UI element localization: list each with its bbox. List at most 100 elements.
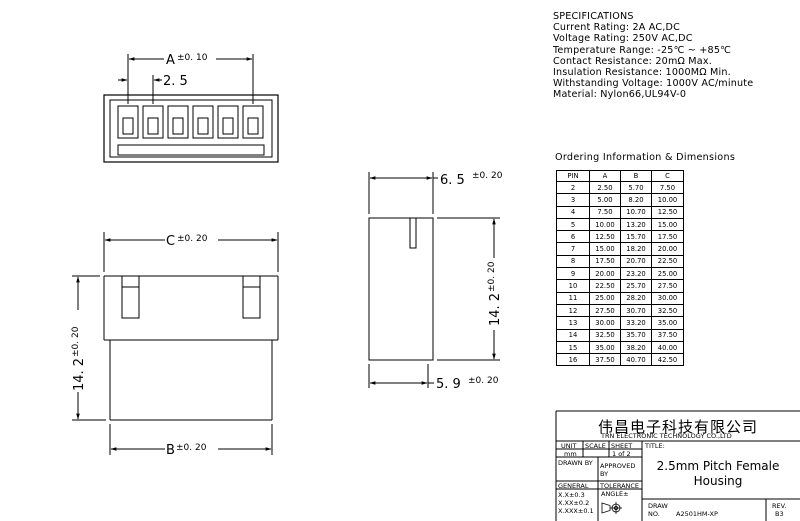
cell-c: 20.00 [651,242,684,256]
company-name-en: TRN ELECTRONIC TECHNOLOGY CO.,LTD [601,432,732,440]
projection-symbol-icon [601,502,622,514]
approved-label: APPROVED [600,462,636,470]
cell-pin: 12 [556,303,590,318]
dim-height-right-tolerance: ±0. 20 [487,261,497,292]
cell-pin: 15 [556,340,590,355]
cell-a: 27.50 [589,303,621,318]
part-title: 2.5mm Pitch Female Housing [642,459,794,489]
spec-withstanding-voltage: Withstanding Voltage: 1000V AC/minute [553,78,754,90]
tolerance-label: TOLERANCE [600,482,640,490]
spec-insulation-resistance: Insulation Resistance: 1000MΩ Min. [553,67,731,79]
tolerance-three-decimal: X.XXX±0.1 [558,507,594,515]
cell-pin: 10 [556,279,590,293]
cell-pin: 4 [556,205,590,219]
unit-label: UNIT [561,442,577,450]
cell-a: 25.00 [589,291,621,305]
approved-by-label: BY [600,470,609,478]
specifications-heading: SPECIFICATIONS [553,11,634,22]
dim-b-tolerance: ±0. 20 [176,443,207,453]
cell-a: 35.00 [589,340,621,355]
title-block-frame [555,410,800,521]
cell-a: 2.50 [589,180,621,195]
cell-c: 27.50 [651,279,684,293]
cell-a: 20.00 [589,267,621,281]
dim-c-label: C [166,234,175,249]
cell-c: 42.50 [651,353,684,367]
top-view [103,54,279,163]
part-title-line-1: 2.5mm Pitch Female [656,459,780,473]
cell-pin: 11 [556,291,590,305]
dim-a-label: A [166,53,175,68]
cell-b: 30.70 [620,303,652,318]
cell-c: 32.50 [651,303,684,318]
spec-contact-resistance: Contact Resistance: 20mΩ Max. [553,55,712,67]
cell-a: 17.50 [589,254,621,269]
dim-b-label: B [166,443,175,458]
cell-c: 7.50 [651,180,684,195]
cell-a: 22.50 [589,279,621,293]
cell-c: 40.00 [651,340,684,355]
company-name-cn: 伟昌电子科技有限公司 [598,418,759,436]
dim-height-left: 14. 2 [72,358,87,391]
dim-c-tolerance: ±0. 20 [177,234,208,244]
dim-side-top-tolerance: ±0. 20 [472,171,503,181]
tolerance-one-decimal: X.X±0.3 [558,491,585,499]
spec-current-rating: Current Rating: 2A AC,DC [553,22,681,34]
side-view [368,172,500,388]
cell-c: 35.00 [651,316,684,330]
cell-b: 35.70 [620,328,652,342]
dim-side-bottom: 5. 9 [436,377,461,392]
cell-pin: 5 [556,217,590,232]
cell-b: 13.20 [620,217,652,232]
specifications: SPECIFICATIONS Current Rating: 2A AC,DC … [553,11,753,101]
cell-a: 10.00 [589,217,621,232]
cell-a: 12.50 [589,230,621,244]
front-view [72,232,279,455]
cell-b: 23.20 [620,267,652,281]
contact-slot-row [117,105,264,139]
cell-a: 37.50 [589,353,621,367]
cell-c: 22.50 [651,254,684,269]
cell-b: 18.20 [620,242,652,256]
rev-value: B3 [775,510,784,518]
part-title-line-2: Housing [693,474,743,488]
cell-a: 30.00 [589,316,621,330]
spec-voltage-rating: Voltage Rating: 250V AC,DC [553,33,693,45]
title-label: TITLE: [645,442,665,450]
cell-c: 15.00 [651,217,684,232]
cell-c: 12.50 [651,205,684,219]
tolerance-two-decimal: X.XX±0.2 [558,499,590,507]
cell-c: 10.00 [651,193,684,207]
cell-c: 25.00 [651,267,684,281]
general-label: GENERAL [558,482,589,490]
angle-label: ANGLE± [601,490,629,498]
scale-label: SCALE [585,442,606,450]
dim-side-bottom-tolerance: ±0. 20 [468,376,499,386]
ordering-title: Ordering Information & Dimensions [555,152,736,163]
cell-a: 15.00 [589,242,621,256]
dim-side-top: 6. 5 [440,173,465,188]
cell-b: 15.70 [620,230,652,244]
draw-number: A2501HM-XP [676,510,718,518]
unit-value: mm [564,450,577,458]
sheet-label: SHEET [611,442,633,450]
cell-pin: 3 [556,193,590,207]
cell-c: 17.50 [651,230,684,244]
cell-a: 32.50 [589,328,621,342]
cell-b: 38.20 [620,340,652,355]
cell-pin: 6 [556,230,590,244]
cell-a: 5.00 [589,193,621,207]
dim-a-tolerance: ±0. 10 [177,53,208,63]
cell-c: 30.00 [651,291,684,305]
